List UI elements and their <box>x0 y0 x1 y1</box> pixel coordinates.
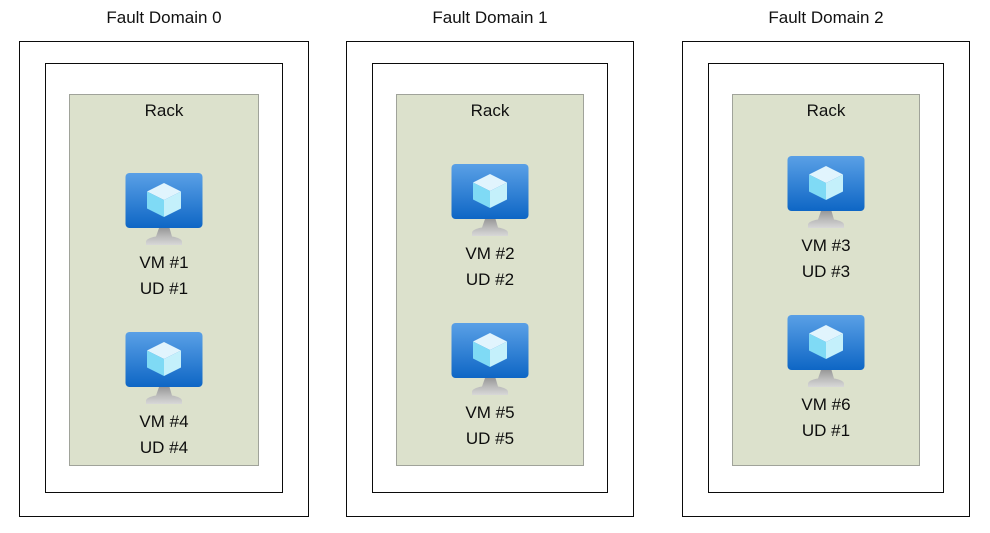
cube-right-face <box>164 350 181 376</box>
fault-domain-1-outer-box: Rack VM #2 UD #2 <box>346 41 634 517</box>
vm-group: VM #4 UD #4 <box>70 332 258 461</box>
fault-domain-2-inner-box: Rack VM #3 UD #3 <box>708 63 944 493</box>
fault-domain-2-title: Fault Domain 2 <box>768 8 884 27</box>
cube-left-face <box>809 333 826 359</box>
fault-domain-2-outer-box: Rack VM #3 UD #3 <box>682 41 970 517</box>
fault-domain-0: Fault Domain 0 Rack VM #1 <box>19 0 309 517</box>
cube-right-face <box>490 341 507 367</box>
vm-group: VM #1 UD #1 <box>70 173 258 302</box>
fault-domain-0-title: Fault Domain 0 <box>106 8 222 27</box>
cube-right-face <box>164 191 181 217</box>
rack-label: Rack <box>806 101 846 120</box>
rack-label: Rack <box>470 101 510 120</box>
fault-domain-1-inner-box: Rack VM #2 UD #2 <box>372 63 608 493</box>
vm-monitor-icon <box>787 315 865 387</box>
cube-left-face <box>147 350 164 376</box>
cube-right-face <box>490 182 507 208</box>
vm-monitor-icon <box>125 173 203 245</box>
cube-right-face <box>826 174 843 200</box>
vm-group: VM #2 UD #2 <box>397 164 583 293</box>
cube-right-face <box>826 333 843 359</box>
ud-label: UD #5 <box>465 429 515 448</box>
fault-domain-2-rack: Rack VM #3 UD #3 <box>732 94 920 466</box>
vm-label: VM #4 <box>139 412 189 431</box>
ud-label: UD #4 <box>139 438 189 457</box>
vm-group: VM #6 UD #1 <box>733 315 919 444</box>
fault-domain-0-rack: Rack VM #1 UD #1 <box>69 94 259 466</box>
vm-label: VM #3 <box>801 236 851 255</box>
vm-label: VM #1 <box>139 253 189 272</box>
vm-label: VM #5 <box>465 403 515 422</box>
cube-left-face <box>147 191 164 217</box>
vm-monitor-icon <box>451 164 529 236</box>
cube-left-face <box>473 182 490 208</box>
fault-domain-1-rack: Rack VM #2 UD #2 <box>396 94 584 466</box>
fault-domain-1-title: Fault Domain 1 <box>432 8 548 27</box>
vm-monitor-icon <box>451 323 529 395</box>
fault-domain-0-outer-box: Rack VM #1 UD #1 <box>19 41 309 517</box>
rack-label: Rack <box>144 101 184 120</box>
ud-label: UD #1 <box>801 421 851 440</box>
fault-domain-2: Fault Domain 2 Rack VM #3 <box>682 0 970 517</box>
fault-domain-1: Fault Domain 1 Rack VM #2 <box>346 0 634 517</box>
vm-label: VM #6 <box>801 395 851 414</box>
cube-left-face <box>473 341 490 367</box>
ud-label: UD #2 <box>465 270 515 289</box>
vm-group: VM #5 UD #5 <box>397 323 583 452</box>
vm-group: VM #3 UD #3 <box>733 156 919 285</box>
vm-label: VM #2 <box>465 244 515 263</box>
vm-monitor-icon <box>125 332 203 404</box>
fault-domain-0-inner-box: Rack VM #1 UD #1 <box>45 63 283 493</box>
ud-label: UD #3 <box>801 262 851 281</box>
vm-monitor-icon <box>787 156 865 228</box>
ud-label: UD #1 <box>139 279 189 298</box>
cube-left-face <box>809 174 826 200</box>
